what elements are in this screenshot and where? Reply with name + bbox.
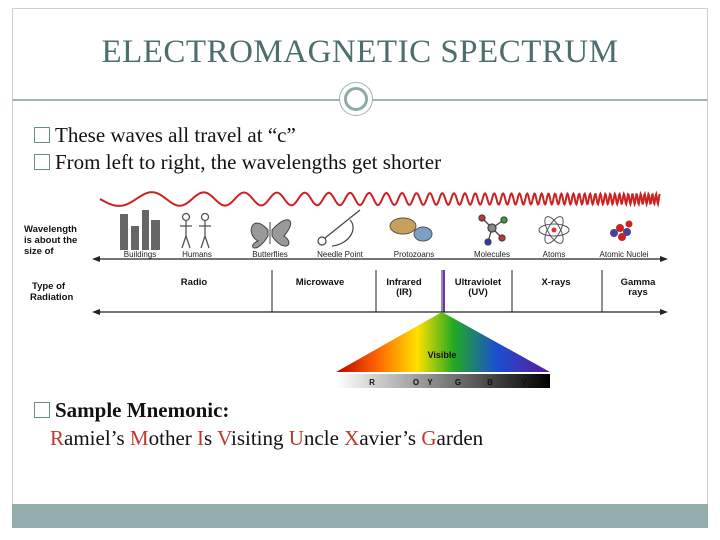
wave-line <box>99 190 661 208</box>
visible-color-letter: G <box>455 378 461 387</box>
checkbox-bullet-icon <box>34 154 50 170</box>
mnemonic-sentence: Ramiel’s Mother Is Visiting Uncle Xavier… <box>50 426 483 451</box>
mnemonic-heading: Sample Mnemonic: <box>34 398 229 423</box>
radiation-type: Microwave <box>296 277 345 288</box>
mnemonic-initial: G <box>421 426 437 450</box>
mnemonic-heading-text: Sample Mnemonic: <box>55 398 230 422</box>
wavelength-label-line: Wavelength <box>24 224 77 235</box>
mnemonic-word-rest: isiting <box>230 426 284 450</box>
mnemonic-word: Ramiel’s <box>50 426 125 450</box>
visible-color-letter: V <box>521 378 527 387</box>
checkbox-bullet-icon <box>34 402 50 418</box>
radiation-type: Ultraviolet(UV) <box>455 277 502 298</box>
object-label: Atoms <box>543 250 566 259</box>
visible-color-letter: O <box>413 378 419 387</box>
object-label: Protozoans <box>394 250 434 259</box>
spectrum-diagram: Wavelength is about the size of <box>20 186 680 394</box>
radiation-type-label-line: Type of <box>32 281 66 292</box>
mnemonic-word-rest: arden <box>436 426 484 450</box>
mnemonic-word: Garden <box>421 426 483 450</box>
mnemonic-initial: X <box>344 426 360 450</box>
size-axis-arrow-right-icon <box>660 256 668 262</box>
mnemonic-word: Mother <box>130 426 192 450</box>
object-label: Butterflies <box>252 250 288 259</box>
title-ring-ornament <box>339 82 373 116</box>
buildings-icon <box>120 210 160 250</box>
bullet-text: These waves all travel at “c” <box>55 123 296 147</box>
radiation-type: X-rays <box>541 277 570 288</box>
molecule-icon <box>478 214 508 246</box>
checkbox-bullet-icon <box>34 127 50 143</box>
atom-icon <box>538 216 570 244</box>
object-label: Molecules <box>474 250 510 259</box>
mnemonic-word-rest: amiel’s <box>64 426 125 450</box>
footer-bar <box>12 504 708 528</box>
mnemonic-initial: R <box>50 426 65 450</box>
object-label: Humans <box>182 250 212 259</box>
mnemonic-initial: V <box>217 426 231 450</box>
radiation-axis-arrow-right-icon <box>660 309 668 315</box>
object-label: Atomic Nuclei <box>600 250 649 259</box>
radiation-axis-arrow-left-icon <box>92 309 100 315</box>
bullet-wavelength: From left to right, the wavelengths get … <box>34 150 441 175</box>
size-axis-arrow-left-icon <box>92 256 100 262</box>
wavelength-label: Wavelength is about the size of <box>24 224 80 257</box>
bullet-text: From left to right, the wavelengths get … <box>55 150 442 174</box>
protozoa-icon <box>389 217 433 242</box>
wavelength-label-line: is about the <box>24 235 77 246</box>
needle-icon <box>317 209 361 247</box>
visible-color-letter: R <box>369 378 375 387</box>
object-label: Buildings <box>124 250 156 259</box>
radiation-type-label-line: Radiation <box>30 292 73 303</box>
mnemonic-initial: U <box>288 426 304 450</box>
mnemonic-word: Xavier’s <box>344 426 416 450</box>
diagram-background <box>20 186 680 394</box>
object-label: Needle Point <box>317 250 364 259</box>
visible-label: Visible <box>428 350 457 360</box>
bullet-speed: These waves all travel at “c” <box>34 123 296 148</box>
slide-title: ELECTROMAGNETIC SPECTRUM <box>101 34 619 70</box>
mnemonic-word: Visiting <box>217 426 283 450</box>
visible-color-letter: B <box>487 378 493 387</box>
mnemonic-word-rest: s <box>204 426 213 450</box>
radiation-dividers <box>271 270 603 312</box>
radiation-types-row: Radio Microwave Infrared(IR) Ultraviolet(UV… <box>181 277 656 298</box>
mnemonic-word-rest: other <box>148 426 192 450</box>
visible-color-bar <box>336 374 550 388</box>
objects-row: Buildings Humans Butterflies Needle Point Pr… <box>124 250 649 259</box>
mnemonic-word-rest: ncle <box>303 426 339 450</box>
mnemonic-initial: M <box>129 426 149 450</box>
humans-icon <box>180 212 211 249</box>
radiation-type: Radio <box>181 277 208 288</box>
wavelength-label-line: size of <box>24 246 54 257</box>
radiation-type-label: Type of Radiation <box>30 281 73 303</box>
visible-color-letter: Y <box>427 378 433 387</box>
mnemonic-initial: I <box>197 426 205 450</box>
nucleus-icon <box>610 220 633 241</box>
visible-spectrum-fan <box>336 312 550 372</box>
mnemonic-word: Is <box>197 426 212 450</box>
radiation-type: Infrared(IR) <box>386 277 422 298</box>
mnemonic-word-rest: avier’s <box>359 426 417 450</box>
butterfly-icon <box>250 219 292 249</box>
mnemonic-word: Uncle <box>289 426 339 450</box>
